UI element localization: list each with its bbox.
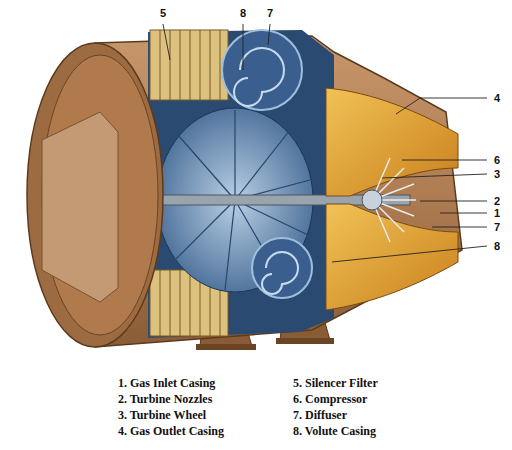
callout-number: 4 bbox=[493, 92, 501, 104]
callout-number: 1 bbox=[493, 207, 501, 219]
callout-number: 2 bbox=[493, 195, 501, 207]
legend-entry: 1. Gas Inlet Casing bbox=[118, 376, 215, 390]
legend-entry: 8. Volute Casing bbox=[293, 424, 376, 438]
callout-number: 3 bbox=[493, 168, 501, 180]
legend-entry: 6. Compressor bbox=[293, 392, 367, 406]
legend-entry: 3. Turbine Wheel bbox=[118, 408, 206, 422]
legend-entry: 2. Turbine Nozzles bbox=[118, 392, 212, 406]
callout-number: 8 bbox=[239, 7, 247, 19]
legend-entry: 4. Gas Outlet Casing bbox=[118, 424, 224, 438]
callout-number: 6 bbox=[493, 154, 501, 166]
callout-number: 5 bbox=[159, 7, 167, 19]
callout-number: 7 bbox=[266, 7, 274, 19]
legend-entry: 7. Diffuser bbox=[293, 408, 347, 422]
legend-entry: 5. Silencer Filter bbox=[293, 376, 378, 390]
callout-number: 7 bbox=[493, 221, 501, 233]
callout-number: 8 bbox=[493, 240, 501, 252]
